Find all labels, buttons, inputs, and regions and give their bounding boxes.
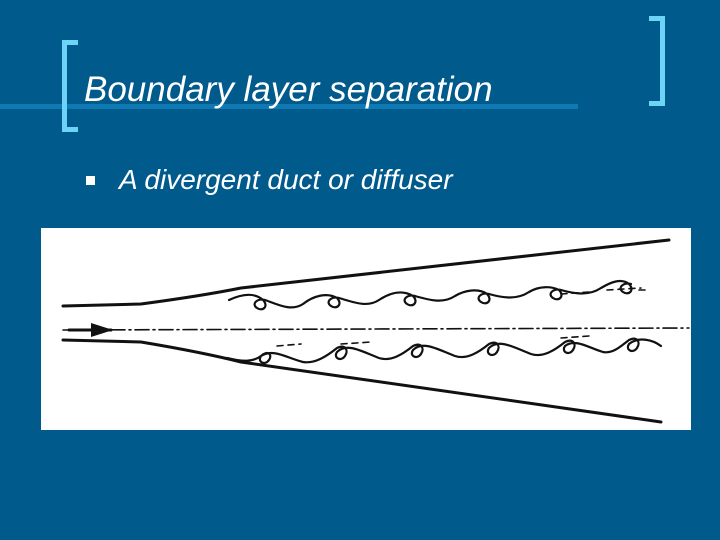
title-underline bbox=[0, 104, 578, 109]
upper-separation-eddies bbox=[227, 279, 633, 311]
left-bracket-decoration bbox=[62, 40, 78, 132]
centerline bbox=[62, 327, 690, 331]
diffuser-figure bbox=[41, 228, 691, 430]
bullet-text: A divergent duct or diffuser bbox=[119, 164, 453, 195]
upper-wall bbox=[61, 238, 671, 308]
diffuser-flow-sketch bbox=[61, 238, 690, 424]
bullet-marker-icon bbox=[86, 176, 95, 185]
lower-separation-eddies bbox=[225, 337, 663, 365]
slide-title: Boundary layer separation bbox=[84, 70, 493, 109]
right-bracket-decoration bbox=[649, 16, 665, 106]
